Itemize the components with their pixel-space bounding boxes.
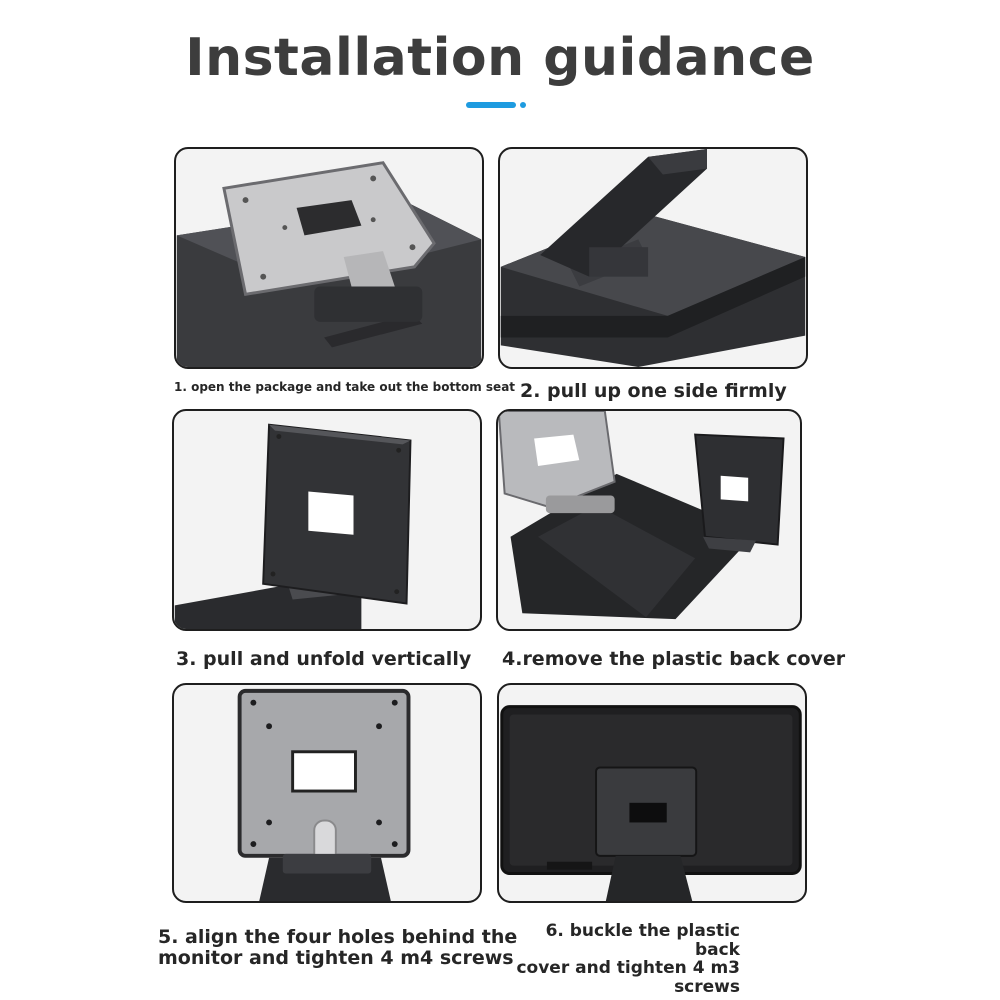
page-title: Installation guidance	[185, 28, 815, 88]
step-6-caption-line-1: 6. buckle the plastic back	[545, 921, 740, 960]
step-5-caption: 5. align the four holes behind the monit…	[158, 927, 517, 969]
stand-base-with-bracket-illustration	[176, 161, 482, 367]
step-1-caption: 1. open the package and take out the bot…	[174, 380, 516, 394]
step-1-photo	[174, 147, 484, 369]
step-6-caption-line-3: screws	[674, 977, 740, 998]
step-6-photo	[497, 683, 807, 903]
remove-back-cover-illustration	[498, 411, 785, 620]
step-5-photo	[172, 683, 482, 903]
vesa-bracket-holes-illustration	[237, 688, 411, 901]
step-3-photo	[172, 409, 482, 631]
step-5-caption-line-2: monitor and tighten 4 m4 screws	[158, 946, 514, 969]
step-2-caption: 2. pull up one side firmly	[520, 380, 787, 402]
step-2-photo	[498, 147, 808, 369]
title-accent-bar	[466, 102, 516, 108]
title-accent-dot	[520, 102, 526, 108]
step-3-caption: 3. pull and unfold vertically	[176, 648, 472, 670]
monitor-back-cover-installed-illustration	[500, 705, 802, 901]
step-4-photo	[496, 409, 802, 631]
step-6-caption: 6. buckle the plastic back cover and tig…	[500, 922, 740, 997]
step-5-caption-line-1: 5. align the four holes behind the	[158, 926, 518, 948]
step-4-caption: 4.remove the plastic back cover	[502, 648, 846, 670]
step-6-caption-line-2: cover and tighten 4 m3	[516, 958, 740, 979]
stand-arm-lifting-illustration	[500, 149, 806, 367]
stand-unfolded-vertical-illustration	[174, 423, 412, 629]
